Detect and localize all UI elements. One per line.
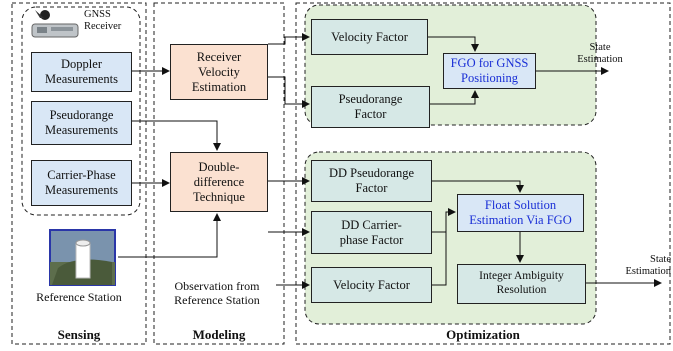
arrow-velocity-to-pseudorange-factor <box>268 76 310 108</box>
fgo-gnss-positioning-box: FGO for GNSS Positioning <box>443 53 536 89</box>
gnss-receiver-icon <box>31 10 79 38</box>
double-difference-technique-box: Double- difference Technique <box>170 152 268 212</box>
arrow-velocity-factor-to-fgo <box>428 36 479 52</box>
arrow-dd-pseudorange-to-float <box>432 180 524 193</box>
pseudorange-measurements-box: Pseudorange Measurements <box>31 101 132 145</box>
sensing-section-frame <box>11 2 147 345</box>
receiver-velocity-estimation-box: Receiver Velocity Estimation <box>170 44 268 100</box>
receiver-measurements-group <box>21 6 141 216</box>
arrow-pseudorange-factor-to-fgo <box>430 90 479 105</box>
line-velocity-to-float <box>432 212 447 286</box>
top-state-estimation-label: State Estimation <box>577 42 623 66</box>
arrow-pseudorange-to-dd <box>132 120 221 151</box>
modeling-section-title: Modeling <box>192 327 246 342</box>
dd-carrier-phase-factor-box: DD Carrier- phase Factor <box>311 211 432 254</box>
sensing-section-title: Sensing <box>57 327 101 342</box>
top-velocity-factor-box: Velocity Factor <box>311 19 428 55</box>
pseudorange-factor-box: Pseudorange Factor <box>311 86 430 128</box>
integer-ambiguity-resolution-box: Integer Ambiguity Resolution <box>457 264 586 304</box>
bottom-state-estimation-label: State Estimation <box>625 254 672 278</box>
bottom-velocity-factor-box: Velocity Factor <box>311 267 432 303</box>
modeling-section-frame <box>153 2 285 345</box>
gnss-receiver-label: GNSS Receiver <box>84 9 122 33</box>
dd-pseudorange-factor-box: DD Pseudorange Factor <box>311 160 432 202</box>
reference-station-label: Reference Station <box>36 290 122 304</box>
doppler-measurements-box: Doppler Measurements <box>31 52 132 92</box>
observation-from-reference-station-label: Observation from Reference Station <box>174 279 260 307</box>
arrow-velocity-to-top-velocity-factor <box>268 33 310 45</box>
arrow-station-to-dd <box>118 213 221 258</box>
optimization-section-title: Optimization <box>446 327 520 342</box>
reference-station-image <box>49 229 116 286</box>
float-solution-estimation-box: Float Solution Estimation Via FGO <box>457 194 584 232</box>
carrier-phase-measurements-box: Carrier-Phase Measurements <box>31 160 132 206</box>
